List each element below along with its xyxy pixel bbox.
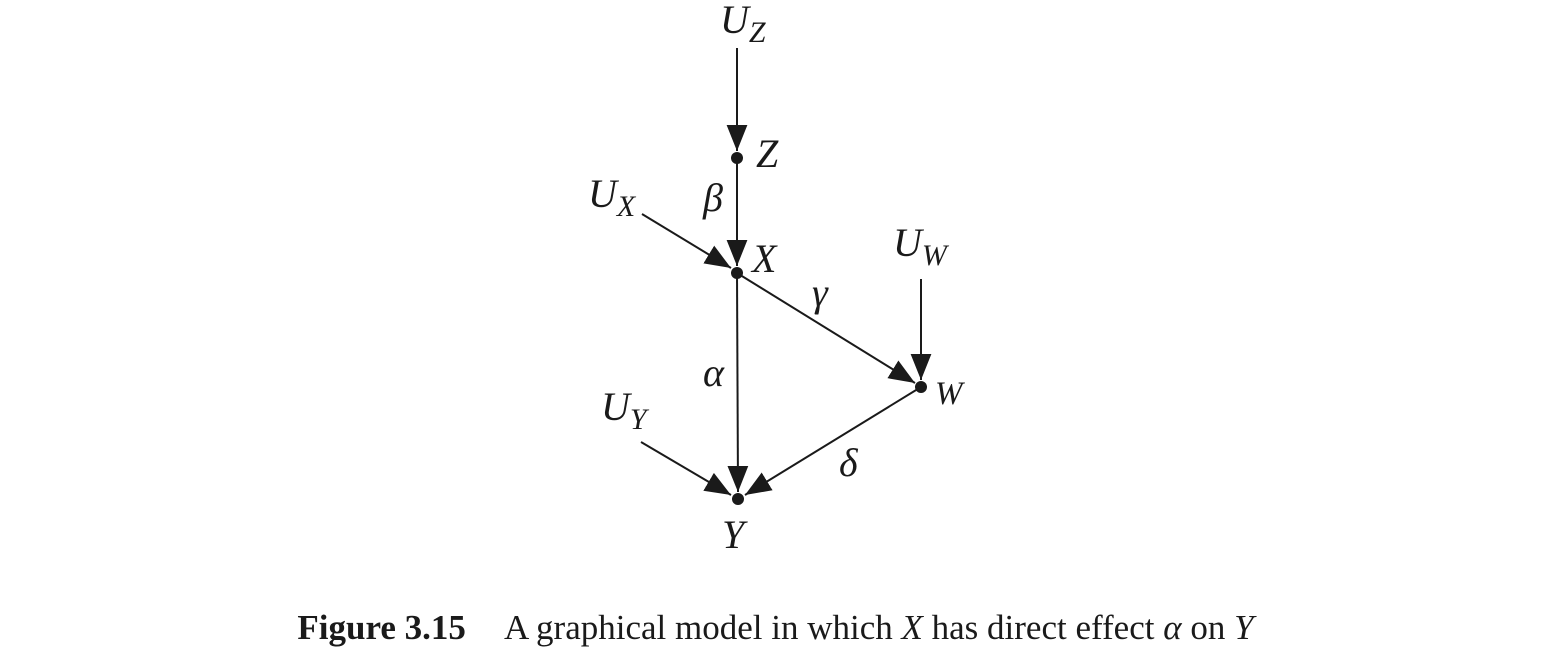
node-x-dot [731, 267, 743, 279]
exogenous-uw-label: UW [893, 220, 950, 272]
edge-label-alpha: α [703, 350, 725, 395]
edge-uy-y [640, 441, 732, 496]
node-w-dot [915, 381, 927, 393]
caption-text-1: A graphical model in which [503, 608, 902, 647]
node-w-label: W [935, 376, 965, 412]
edge-x-y [727, 272, 749, 493]
uy-base: U [601, 384, 633, 429]
node-x-label: X [750, 236, 778, 281]
edge-w-y [744, 386, 922, 496]
edge-label-delta: δ [839, 440, 859, 485]
ux-base: U [588, 171, 620, 216]
uz-base: U [720, 0, 752, 42]
caption-text-2: has direct effect [922, 608, 1164, 647]
edge-label-gamma: γ [812, 270, 829, 315]
edge-label-beta: β [702, 175, 723, 220]
uz-sub: Z [749, 16, 766, 49]
caption-var-y: Y [1234, 608, 1254, 647]
ux-sub: X [616, 190, 637, 223]
figure-number: Figure 3.15 [297, 608, 466, 647]
exogenous-ux-label: UX [588, 171, 637, 223]
node-y-dot [732, 493, 744, 505]
exogenous-uz-label: UZ [720, 0, 766, 49]
node-z-dot [731, 152, 743, 164]
uy-sub: Y [630, 403, 650, 436]
caption-text-3: on [1181, 608, 1235, 647]
edge-ux-x [641, 213, 732, 269]
exogenous-uy-label: UY [601, 384, 650, 436]
node-z-label: Z [756, 131, 779, 176]
caption-var-alpha: α [1163, 608, 1182, 647]
caption-var-x: X [901, 608, 923, 647]
uw-sub: W [922, 239, 950, 272]
edge-x-w [736, 272, 916, 384]
node-y-label: Y [722, 512, 748, 557]
uw-base: U [893, 220, 925, 265]
